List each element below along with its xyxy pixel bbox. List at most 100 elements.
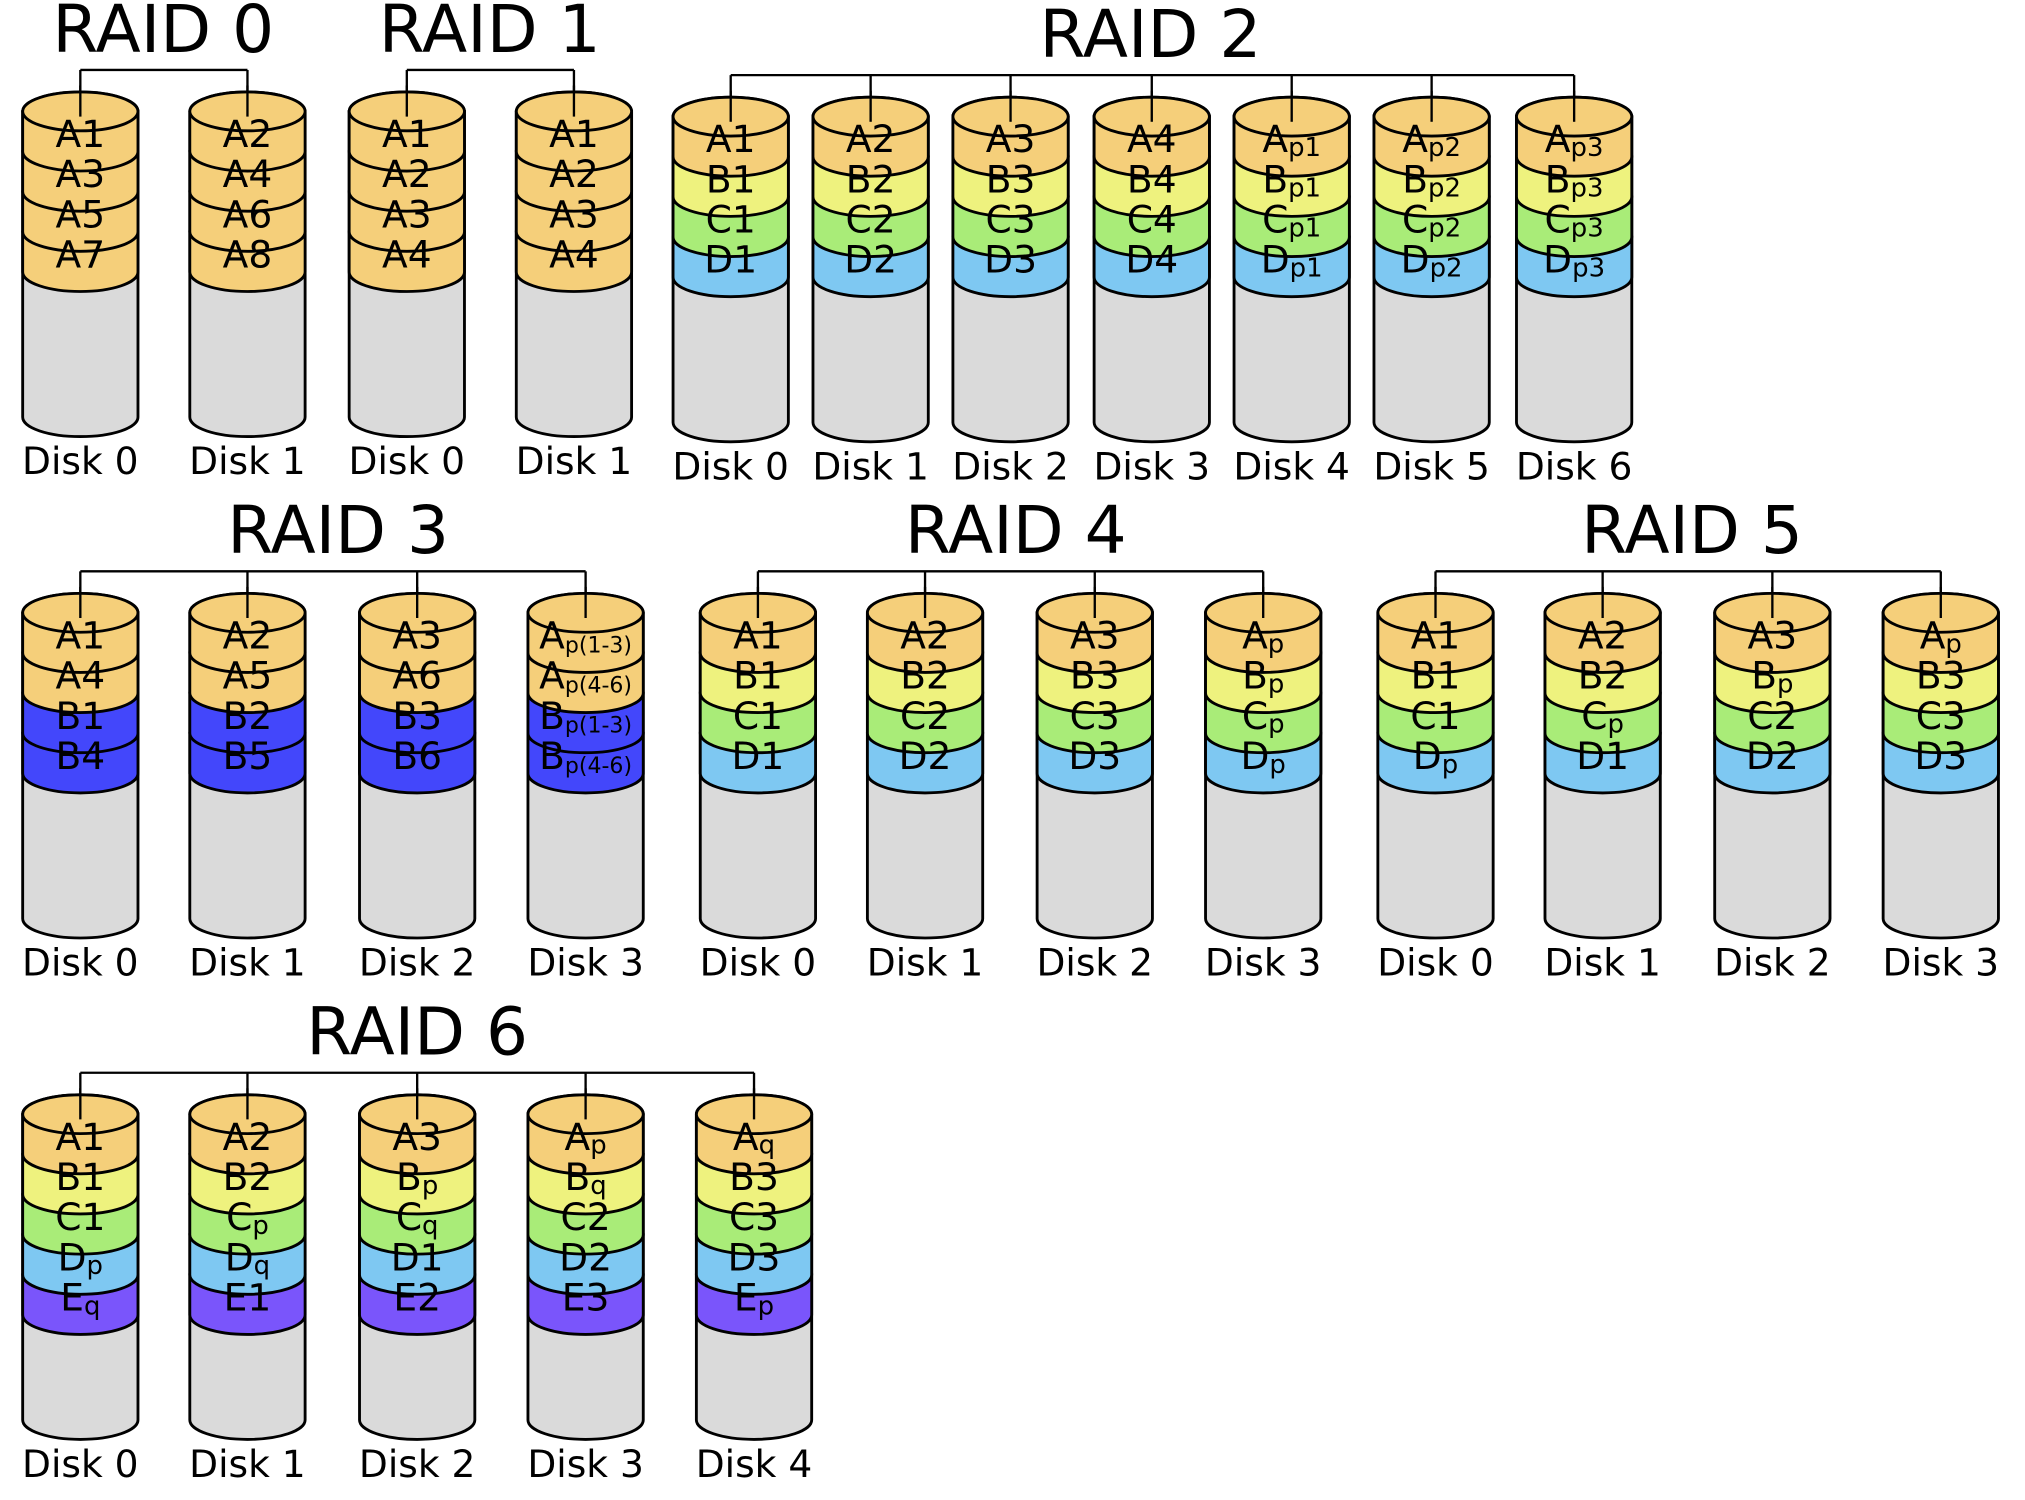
block-label: Cp (1242, 694, 1285, 740)
block-label: A1 (733, 613, 783, 657)
block-label: B5 (223, 734, 273, 778)
block-label: C1 (55, 1195, 105, 1239)
block-label: E1 (224, 1275, 272, 1319)
block-label: C3 (729, 1195, 779, 1239)
block-label: A2 (223, 112, 273, 156)
block-label: A6 (223, 192, 273, 236)
block-label: C2 (1747, 694, 1797, 738)
block-label: A1 (549, 112, 599, 156)
block-label: Dp2 (1401, 238, 1463, 284)
block-label: D3 (728, 1235, 781, 1279)
disk-label: Disk 1 (867, 941, 984, 985)
block-label: B3 (729, 1155, 779, 1199)
block-label: Bp3 (1545, 157, 1604, 203)
block-label: B2 (223, 1155, 273, 1199)
block-label: Ep (734, 1275, 774, 1321)
disk-label: Disk 1 (189, 1442, 306, 1486)
block-label: A2 (382, 152, 432, 196)
disk-label: Disk 1 (189, 439, 306, 483)
block-label: A4 (1127, 117, 1177, 161)
block-label: A2 (846, 117, 896, 161)
block-label: D2 (559, 1235, 612, 1279)
block-label: D1 (732, 734, 785, 778)
block-label: A2 (223, 1115, 273, 1159)
block-label: Dq (225, 1235, 270, 1281)
block-label: B6 (392, 734, 442, 778)
block-label: A7 (56, 233, 106, 277)
block-label: D4 (1125, 238, 1178, 282)
disk-label: Disk 4 (696, 1442, 813, 1486)
disk-label: Disk 4 (1233, 444, 1350, 488)
block-label: B1 (733, 654, 783, 698)
block-label: A3 (56, 152, 106, 196)
block-label: D1 (1576, 734, 1629, 778)
block-label: D2 (899, 734, 952, 778)
block-label: Ap1 (1262, 117, 1321, 163)
disk-label: Disk 2 (359, 1442, 476, 1486)
block-label: A4 (223, 152, 273, 196)
block-label: B2 (846, 157, 896, 201)
block-label: Bp (396, 1155, 438, 1201)
block-label: Bp (1751, 654, 1793, 700)
disk-label: Disk 0 (22, 941, 139, 985)
block-label: B3 (1916, 654, 1966, 698)
block-label: C4 (1127, 198, 1177, 242)
block-label: Cp1 (1262, 198, 1321, 244)
block-label: B1 (55, 694, 105, 738)
block-label: Dp (1241, 734, 1286, 780)
raid-group-title: RAID 2 (1040, 0, 1262, 73)
block-label: B3 (1070, 654, 1120, 698)
disk-label: Disk 3 (1883, 941, 2000, 985)
block-label: Bp2 (1402, 157, 1461, 203)
disk-label: Disk 1 (189, 941, 306, 985)
block-label: Bp(4-6) (539, 734, 632, 779)
block-label: Dp (1413, 734, 1458, 780)
block-label: D3 (1068, 734, 1121, 778)
block-label: Dp1 (1261, 238, 1323, 284)
disk-label: Disk 0 (672, 444, 789, 488)
block-label: Dp (58, 1235, 103, 1281)
block-label: Ap3 (1545, 117, 1604, 163)
block-label: C2 (900, 694, 950, 738)
block-label: A6 (392, 654, 442, 698)
disk-label: Disk 0 (700, 941, 817, 985)
block-label: Cp3 (1545, 198, 1604, 244)
disk-label: Disk 3 (1094, 444, 1211, 488)
block-label: E3 (562, 1275, 610, 1319)
block-label: A4 (56, 654, 106, 698)
block-label: A3 (392, 1115, 442, 1159)
disk-label: Disk 2 (359, 941, 476, 985)
block-label: C3 (1070, 694, 1120, 738)
raid-group-title: RAID 6 (306, 994, 528, 1071)
block-label: A2 (549, 152, 599, 196)
block-label: C1 (733, 694, 783, 738)
disk-label: Disk 0 (1377, 941, 1494, 985)
block-label: C2 (561, 1195, 611, 1239)
block-label: A3 (986, 117, 1036, 161)
block-label: Cp (1581, 694, 1624, 740)
block-label: B2 (223, 694, 273, 738)
raid-group-title: RAID 1 (379, 0, 601, 68)
block-label: Bp(1-3) (539, 694, 632, 739)
block-label: C1 (706, 198, 756, 242)
disk-label: Disk 5 (1373, 444, 1490, 488)
block-label: D3 (984, 238, 1037, 282)
block-label: A5 (56, 192, 106, 236)
block-label: C3 (985, 198, 1035, 242)
disk-label: Disk 2 (952, 444, 1069, 488)
